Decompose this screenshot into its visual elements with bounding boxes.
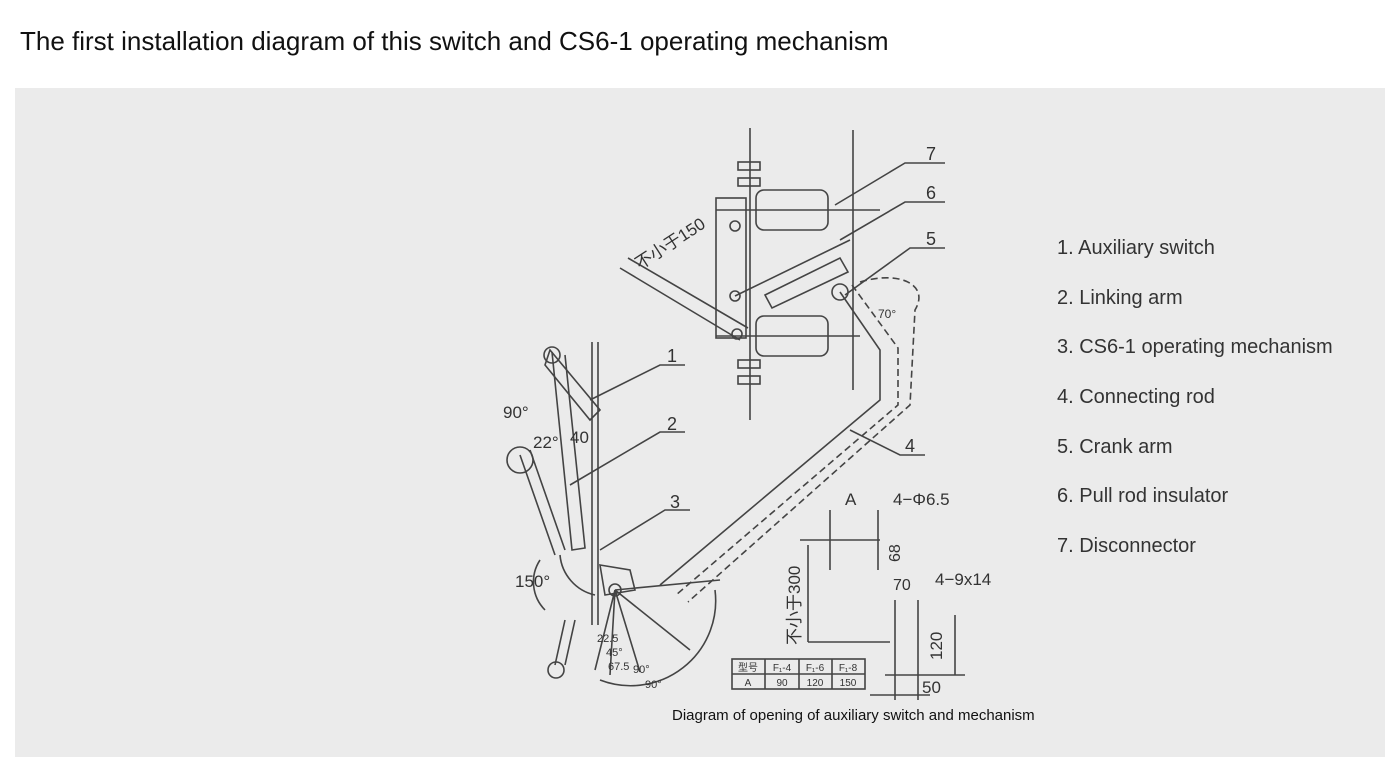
callout-2: 2 <box>667 414 677 434</box>
diagram-panel <box>15 88 1385 757</box>
dim-angle150: 150° <box>515 572 550 591</box>
dim-45: 45° <box>606 647 623 659</box>
dim-holes2: 4−9x14 <box>935 570 991 589</box>
legend-item: 5. Crank arm <box>1057 435 1173 458</box>
operating-mechanism <box>506 342 721 687</box>
callout-leaders <box>569 162 945 551</box>
dim-min300: 不小于300 <box>785 566 804 645</box>
dim-68: 68 <box>887 544 904 562</box>
legend-item: 3. CS6-1 operating mechanism <box>1057 336 1333 359</box>
dim-120: 120 <box>927 632 946 660</box>
model-table: 型号 F₁-4 F₁-6 F₁-8 A 90 120 150 <box>731 658 866 690</box>
dim-70: 70 <box>893 577 911 594</box>
dim-angle70: 70° <box>878 307 896 321</box>
table-cell-a: A <box>745 678 752 689</box>
mounting-dimensions <box>800 510 965 700</box>
table-cell-120: 120 <box>807 678 824 689</box>
table-header-f1-4: F₁-4 <box>773 663 792 674</box>
callout-3: 3 <box>670 492 680 512</box>
table-header-f1-6: F₁-6 <box>806 663 825 674</box>
diagram-caption: Diagram of opening of auxiliary switch a… <box>672 707 1035 724</box>
dim-50: 50 <box>922 678 941 697</box>
table-cell-150: 150 <box>840 678 857 689</box>
legend-item: 6. Pull rod insulator <box>1057 485 1229 508</box>
dim-40: 40 <box>570 428 589 447</box>
callout-5: 5 <box>926 229 936 249</box>
callout-6: 6 <box>926 183 936 203</box>
legend-item: 2. Linking arm <box>1057 286 1183 309</box>
dim-A: A <box>845 490 857 509</box>
table-cell-90: 90 <box>776 678 788 689</box>
callout-7: 7 <box>926 144 936 164</box>
dim-min150: 不小于150 <box>632 214 709 273</box>
dim-22-5: 22.5 <box>597 633 618 645</box>
dim-90a: 90° <box>633 664 650 676</box>
disconnector <box>619 128 880 420</box>
dim-67-5: 67.5 <box>608 661 629 673</box>
table-header-f1-8: F₁-8 <box>839 663 858 674</box>
parts-legend: 1. Auxiliary switch 2. Linking arm 3. CS… <box>1057 235 1333 583</box>
callout-1: 1 <box>667 346 677 366</box>
dim-angle90: 90° <box>503 403 529 422</box>
callout-4: 4 <box>905 436 915 456</box>
table-header-model: 型号 <box>738 661 758 674</box>
legend-item: 1. Auxiliary switch <box>1057 237 1215 259</box>
dim-90b: 90° <box>645 679 662 691</box>
legend-item: 7. Disconnector <box>1057 535 1196 558</box>
legend-item: 4. Connecting rod <box>1057 386 1215 409</box>
dim-angle22: 22° <box>533 433 559 452</box>
connecting-rod <box>659 277 920 603</box>
page-title: The first installation diagram of this s… <box>20 26 889 56</box>
dim-holes1: 4−Φ6.5 <box>893 490 950 509</box>
